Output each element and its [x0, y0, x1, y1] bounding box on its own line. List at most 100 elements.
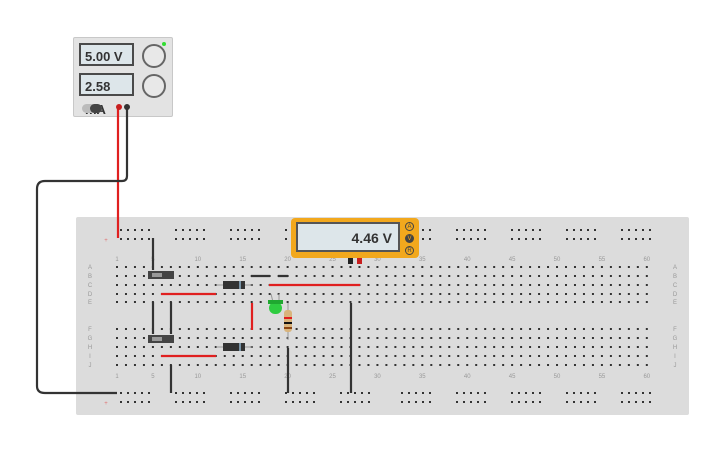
rail-hole	[463, 392, 465, 394]
hole	[142, 346, 145, 348]
rail-hole	[635, 401, 637, 403]
rail-hole	[251, 392, 253, 394]
hole	[358, 355, 361, 357]
hole	[430, 301, 433, 303]
hole	[340, 364, 343, 366]
rail-hole	[429, 401, 431, 403]
hole	[124, 284, 127, 286]
rail-hole	[347, 401, 349, 403]
rail-hole	[368, 392, 370, 394]
hole	[439, 346, 442, 348]
hole	[277, 346, 280, 348]
hole	[358, 293, 361, 295]
rail-hole	[203, 238, 205, 240]
hole	[394, 337, 397, 339]
multimeter[interactable]: 4.46 V A V R	[291, 218, 419, 258]
hole	[457, 328, 460, 330]
row-letter: D	[88, 292, 93, 298]
rail-hole	[573, 401, 575, 403]
column-number: 50	[554, 374, 561, 380]
hole	[313, 364, 316, 366]
black-wire-psu-negative[interactable]	[35, 108, 129, 395]
voltage-knob[interactable]	[142, 44, 166, 68]
hole	[547, 275, 550, 277]
hole	[538, 293, 541, 295]
mode-volts-button[interactable]: V	[405, 234, 414, 243]
hole	[133, 346, 136, 348]
rail-hole	[580, 229, 582, 231]
mode-amps-button[interactable]: A	[405, 222, 414, 231]
slide-switch-bottom[interactable]	[148, 335, 174, 343]
diode-bottom[interactable]	[216, 343, 252, 351]
hole	[241, 266, 244, 268]
hole	[502, 337, 505, 339]
hole	[448, 337, 451, 339]
rail-hole	[251, 238, 253, 240]
hole	[277, 328, 280, 330]
diode-top[interactable]	[216, 281, 252, 289]
hole	[223, 328, 226, 330]
hole	[304, 328, 307, 330]
wire[interactable]	[151, 302, 173, 334]
power-switch[interactable]	[82, 104, 102, 113]
rail-hole	[285, 392, 287, 394]
rail-hole	[141, 238, 143, 240]
hole	[259, 328, 262, 330]
mode-ohms-button[interactable]: R	[405, 246, 414, 255]
hole	[394, 293, 397, 295]
resistor[interactable]	[284, 303, 292, 340]
rail-hole	[628, 229, 630, 231]
hole	[565, 275, 567, 277]
rail-hole	[230, 229, 232, 231]
rail-hole	[518, 392, 520, 394]
rail-hole	[511, 229, 513, 231]
hole	[520, 275, 523, 277]
hole	[367, 364, 370, 366]
multimeter-probes[interactable]	[116, 104, 362, 264]
column-number: 25	[329, 257, 336, 263]
rail-hole	[477, 392, 479, 394]
hole	[538, 275, 541, 277]
hole	[259, 355, 262, 357]
wire[interactable]	[161, 292, 216, 358]
hole	[421, 266, 424, 268]
hole	[268, 364, 271, 366]
green-led[interactable]	[268, 293, 283, 314]
rail-hole	[141, 229, 143, 231]
hole	[582, 337, 585, 339]
rail-hole	[580, 392, 582, 394]
hole	[367, 266, 370, 268]
rail-hole	[525, 229, 527, 231]
rail-hole	[539, 229, 541, 231]
hole	[133, 284, 136, 286]
hole	[403, 284, 406, 286]
hole	[250, 301, 253, 303]
hole	[636, 275, 639, 277]
hole	[484, 337, 487, 339]
hole	[187, 266, 190, 268]
current-knob[interactable]	[142, 74, 166, 98]
rail-hole	[642, 401, 644, 403]
row-letter: A	[673, 265, 677, 271]
power-supply[interactable]: 5.00 V 2.58 mA	[73, 37, 173, 117]
slide-switch-top[interactable]	[148, 271, 174, 279]
hole	[322, 337, 325, 339]
hole	[627, 346, 630, 348]
rail-hole	[518, 229, 520, 231]
hole	[618, 364, 621, 366]
hole	[205, 275, 208, 277]
hole	[116, 346, 118, 348]
rail-hole	[368, 401, 370, 403]
hole	[295, 301, 298, 303]
hole	[457, 355, 460, 357]
hole	[313, 266, 316, 268]
hole	[376, 346, 379, 348]
hole	[286, 346, 289, 348]
hole	[439, 364, 442, 366]
wire[interactable]	[169, 303, 353, 393]
hole	[618, 275, 621, 277]
hole	[591, 364, 594, 366]
hole	[636, 364, 639, 366]
rail-hole	[594, 229, 596, 231]
rail-plus-label: +	[104, 238, 108, 244]
